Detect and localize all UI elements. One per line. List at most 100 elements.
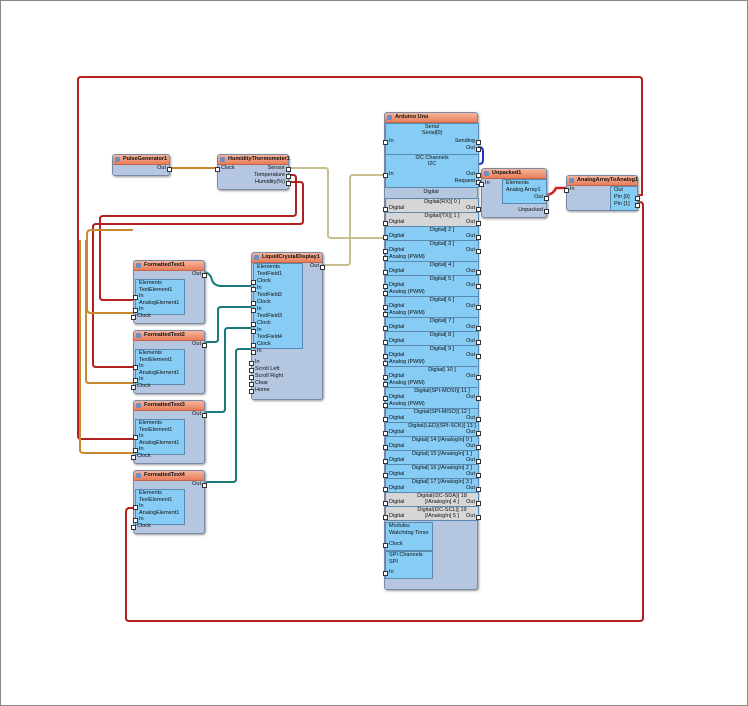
digital-pin-10-digital-input-pin[interactable] <box>383 375 388 380</box>
lcd-clear-input-pin[interactable] <box>249 382 254 387</box>
digital-pin-15-digital-input-pin[interactable] <box>383 459 388 464</box>
ft-text-in-input-pin[interactable] <box>133 365 138 370</box>
lcd-field-in-input-pin[interactable] <box>251 329 256 334</box>
unpacked-array-out-output-pin[interactable] <box>544 196 549 201</box>
digital-pin-11-digital-output-pin[interactable] <box>476 396 481 401</box>
a2a-in-input-pin[interactable] <box>564 188 569 193</box>
lcd-field-clock-input-pin[interactable] <box>251 280 256 285</box>
lcd-field-clock-input-pin[interactable] <box>251 322 256 327</box>
digital-pin-16-digital-input-pin[interactable] <box>383 473 388 478</box>
ft-clock-input-pin[interactable] <box>131 315 136 320</box>
digital-pin-1-digital-input-pin[interactable] <box>383 221 388 226</box>
ft-analog-in-input-pin[interactable] <box>133 518 138 523</box>
digital-pin-2-digital-output-pin[interactable] <box>476 235 481 240</box>
digital-pin-3-pwm-input-pin[interactable] <box>383 256 388 261</box>
digital-pin-15-digital-output-pin[interactable] <box>476 459 481 464</box>
ft-analog-in-input-pin[interactable] <box>133 448 138 453</box>
ft-out-output-pin[interactable] <box>202 343 207 348</box>
i2c-in-output-pin[interactable] <box>476 173 481 178</box>
digital-pin-18-digital-output-pin[interactable] <box>476 501 481 506</box>
ft-text-in-input-pin[interactable] <box>133 435 138 440</box>
lcd-field-in-input-pin[interactable] <box>251 350 256 355</box>
ft-text-in-input-pin[interactable] <box>133 505 138 510</box>
humidity-clock-output-pin[interactable] <box>286 167 291 172</box>
digital-pin-5-pwm-input-pin[interactable] <box>383 291 388 296</box>
serial-in-input-pin[interactable] <box>383 140 388 145</box>
digital-pin-5-digital-input-pin[interactable] <box>383 284 388 289</box>
digital-pin-9-pwm-input-pin[interactable] <box>383 361 388 366</box>
ft-clock-input-pin[interactable] <box>131 385 136 390</box>
humidity-clock-input-pin[interactable] <box>215 167 220 172</box>
digital-pin-13-digital-output-pin[interactable] <box>476 431 481 436</box>
unpacked-out-output-pin[interactable] <box>544 209 549 214</box>
digital-pin-13-digital-input-pin[interactable] <box>383 431 388 436</box>
ft-analog-in-input-pin[interactable] <box>133 378 138 383</box>
digital-pin-11-pwm-input-pin[interactable] <box>383 403 388 408</box>
unpacked-in-input-pin[interactable] <box>479 182 484 187</box>
digital-pin-0-digital-output-pin[interactable] <box>476 207 481 212</box>
digital-pin-17-digital-output-pin[interactable] <box>476 487 481 492</box>
ft-out-output-pin[interactable] <box>202 483 207 488</box>
digital-pin-4-digital-input-pin[interactable] <box>383 270 388 275</box>
lcd-scroll-left-input-pin[interactable] <box>249 368 254 373</box>
lcd-out-output-pin[interactable] <box>320 265 325 270</box>
ft-out-output-pin[interactable] <box>202 413 207 418</box>
a2a-pin0-output-pin[interactable] <box>635 196 640 201</box>
humidity-humidity-output-pin[interactable] <box>286 181 291 186</box>
digital-pin-2-digital-input-pin[interactable] <box>383 235 388 240</box>
pulse-out-output-pin[interactable] <box>167 167 172 172</box>
ft-clock-input-pin[interactable] <box>131 525 136 530</box>
digital-pin-9-digital-input-pin[interactable] <box>383 354 388 359</box>
lcd-field-clock-input-pin[interactable] <box>251 301 256 306</box>
ft-out-output-pin[interactable] <box>202 273 207 278</box>
digital-pin-6-pwm-input-pin[interactable] <box>383 312 388 317</box>
ft-clock-input-pin[interactable] <box>131 455 136 460</box>
digital-pin-8-digital-input-pin[interactable] <box>383 340 388 345</box>
digital-pin-3-digital-input-pin[interactable] <box>383 249 388 254</box>
digital-pin-4-digital-output-pin[interactable] <box>476 270 481 275</box>
digital-pin-14-digital-input-pin[interactable] <box>383 445 388 450</box>
lcd-scroll-right-input-pin[interactable] <box>249 375 254 380</box>
lcd-field-in-input-pin[interactable] <box>251 308 256 313</box>
digital-pin-1-digital-output-pin[interactable] <box>476 221 481 226</box>
digital-pin-6-digital-input-pin[interactable] <box>383 305 388 310</box>
digital-pin-12-digital-input-pin[interactable] <box>383 417 388 422</box>
watchdog-clock-input-pin[interactable] <box>383 543 388 548</box>
lcd-field-clock-input-pin[interactable] <box>251 343 256 348</box>
lcd-field-in-input-pin[interactable] <box>251 287 256 292</box>
digital-pin-10-pwm-input-pin[interactable] <box>383 382 388 387</box>
digital-pin-0-digital-input-pin[interactable] <box>383 207 388 212</box>
digital-pin-3-digital-output-pin[interactable] <box>476 249 481 254</box>
digital-pin-10-digital-output-pin[interactable] <box>476 375 481 380</box>
i2c-in-input-pin[interactable] <box>383 173 388 178</box>
a2a-pin1-output-pin[interactable] <box>635 203 640 208</box>
humidity-temperature-output-pin[interactable] <box>286 174 291 179</box>
digital-pin-7-digital-input-pin[interactable] <box>383 326 388 331</box>
digital-pin-9-digital-output-pin[interactable] <box>476 354 481 359</box>
digital-pin-19-digital-input-pin[interactable] <box>383 515 388 520</box>
digital-pin-12-digital-output-pin[interactable] <box>476 417 481 422</box>
digital-pin-6-digital-output-pin[interactable] <box>476 305 481 310</box>
serial-out-output-pin[interactable] <box>476 147 481 152</box>
digital-pin-19-digital-output-pin[interactable] <box>476 515 481 520</box>
digital-pin-14-digital-output-pin[interactable] <box>476 445 481 450</box>
digital-pin-16-digital-output-pin[interactable] <box>476 473 481 478</box>
ft-text-in-input-pin[interactable] <box>133 295 138 300</box>
digital-pin-11-digital-input-pin[interactable] <box>383 396 388 401</box>
digital-pin-8-digital-output-pin[interactable] <box>476 340 481 345</box>
lcd-in-input-pin[interactable] <box>249 361 254 366</box>
ft-analog-in-input-pin[interactable] <box>133 308 138 313</box>
spi-in-input-pin[interactable] <box>383 571 388 576</box>
serial-in-output-pin[interactable] <box>476 140 481 145</box>
digital-pin-18-digital-input-pin[interactable] <box>383 501 388 506</box>
